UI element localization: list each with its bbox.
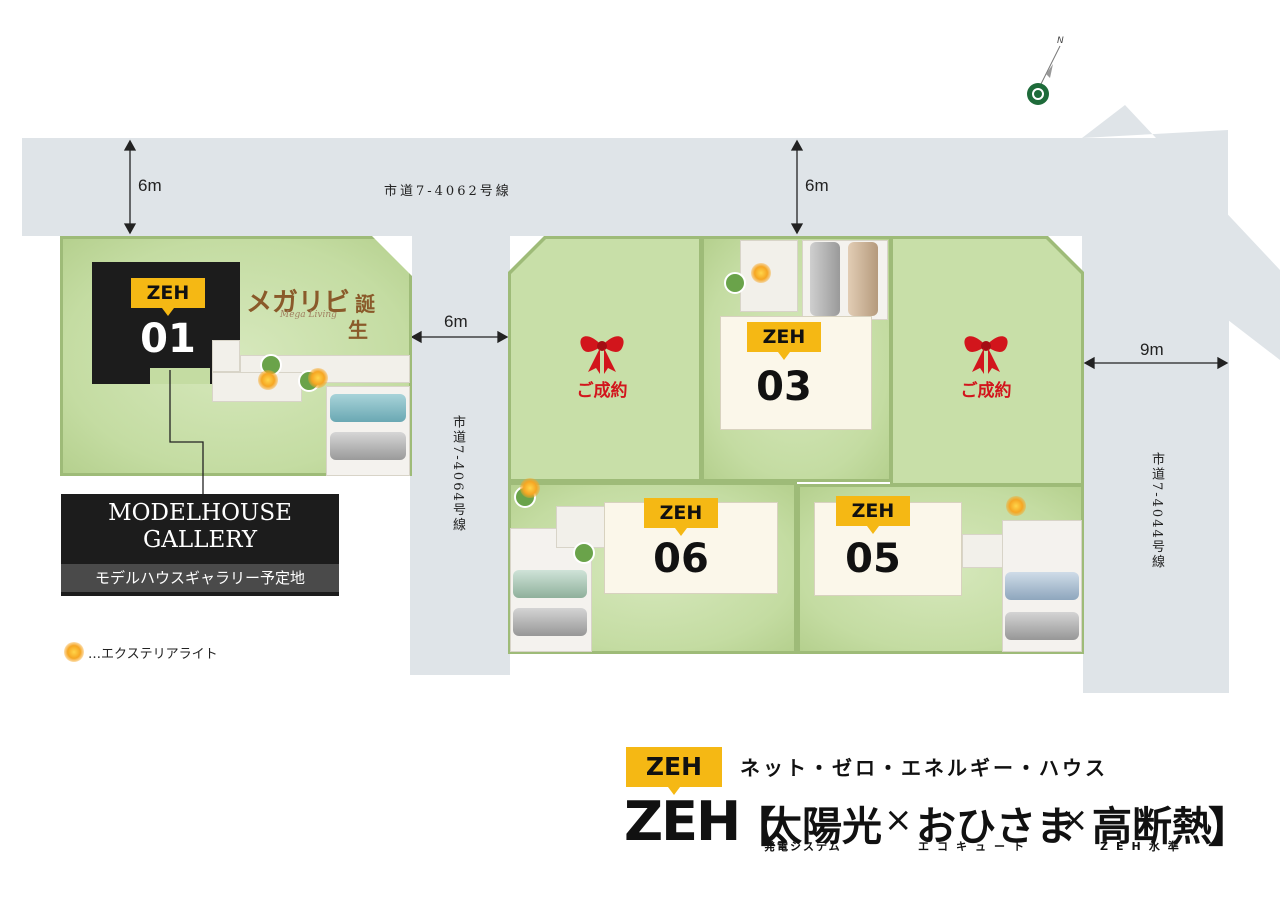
- sold-label: ご成約: [576, 381, 628, 401]
- top-left-road-width: 6m: [138, 176, 162, 195]
- sold-label: ご成約: [960, 381, 1012, 401]
- brand-logo: メガリビ 誕: [246, 282, 375, 319]
- footer-big-zeh: ZEH: [624, 790, 741, 853]
- lot-06-zeh-badge: ZEH: [644, 498, 718, 536]
- gallery-title-1: MODELHOUSE: [108, 500, 292, 526]
- footer-item-3-sub: ZEH水準: [1100, 840, 1187, 853]
- lot-05-zeh-badge: ZEH: [836, 496, 910, 534]
- footer-zeh-badge: ZEH: [626, 747, 722, 795]
- car-icon: [1005, 572, 1079, 600]
- lot-03-number: 03: [756, 364, 812, 410]
- footer-bracket-open: 【: [734, 803, 777, 852]
- footer-item-1: 太陽光: [762, 804, 882, 850]
- lot-01-patio: [212, 372, 302, 402]
- legend-light-icon: [64, 642, 84, 662]
- gallery-subtitle: モデルハウスギャラリー予定地: [61, 564, 339, 592]
- brand-name: メガリビ: [246, 288, 351, 318]
- lot-03-zeh-badge: ZEH: [747, 322, 821, 360]
- lot-01-corner-cut: [372, 236, 412, 276]
- car-icon: [848, 242, 878, 316]
- exterior-light-icon: [258, 370, 278, 390]
- exterior-light-icon: [1006, 496, 1026, 516]
- legend-label: …エクステリアライト: [88, 647, 218, 662]
- lot-05-number: 05: [845, 536, 901, 582]
- compass-icon: [1027, 45, 1061, 105]
- gallery-leader-line: [169, 370, 204, 494]
- lot-03-tree: [724, 272, 746, 294]
- top-road-name: 市道7-4062号線: [384, 184, 512, 199]
- car-icon: [810, 242, 840, 316]
- ribbon-icon: [964, 336, 1008, 374]
- compass-north-label: N: [1057, 36, 1064, 46]
- footer-item-2-sub: エコキュート: [918, 840, 1032, 853]
- footer-bracket-close: 】: [1208, 803, 1251, 852]
- middle-road-name: 市道7-4064号線: [450, 415, 465, 533]
- road-right: [1083, 300, 1229, 693]
- lot-06-tree-2: [573, 542, 595, 564]
- right-road-width: 9m: [1140, 340, 1164, 359]
- lot-01-number: 01: [140, 316, 196, 362]
- brand-suffix-2: 生: [348, 318, 368, 342]
- exterior-light-icon: [520, 478, 540, 498]
- lot-01-zeh-badge: ZEH: [131, 278, 205, 316]
- brand-suffix-1: 誕: [355, 292, 376, 316]
- footer-item-1-sub: 発電システム: [764, 840, 842, 853]
- footer-item-2: おひさま: [916, 804, 1076, 850]
- lot-06-number: 06: [653, 536, 709, 582]
- road-middle: [410, 236, 510, 675]
- road-top: [22, 138, 1082, 236]
- middle-road-width: 6m: [444, 312, 468, 331]
- ribbon-icon: [580, 336, 624, 374]
- car-icon: [330, 394, 406, 422]
- top-right-road-width: 6m: [805, 176, 829, 195]
- exterior-light-icon: [751, 263, 771, 283]
- footer-item-3: 高断熱: [1092, 804, 1212, 850]
- car-icon: [330, 432, 406, 460]
- lot-sold-2[interactable]: [890, 236, 1084, 486]
- lot-01-entry: [212, 340, 240, 372]
- footer-times-2: ×: [1060, 800, 1089, 840]
- exterior-light-icon: [308, 368, 328, 388]
- footer-tagline: ネット・ゼロ・エネルギー・ハウス: [740, 756, 1108, 780]
- car-icon: [513, 570, 587, 598]
- lot-01-building-notch: [150, 368, 210, 384]
- car-icon: [1005, 612, 1079, 640]
- car-icon: [513, 608, 587, 636]
- modelhouse-gallery-label[interactable]: MODELHOUSE GALLERY モデルハウスギャラリー予定地: [61, 494, 339, 596]
- gallery-title-2: GALLERY: [142, 527, 258, 553]
- footer-times-1: ×: [884, 800, 913, 840]
- brand-sub: Mega Living: [280, 310, 337, 320]
- right-road-name: 市道7-4044号線: [1149, 452, 1164, 570]
